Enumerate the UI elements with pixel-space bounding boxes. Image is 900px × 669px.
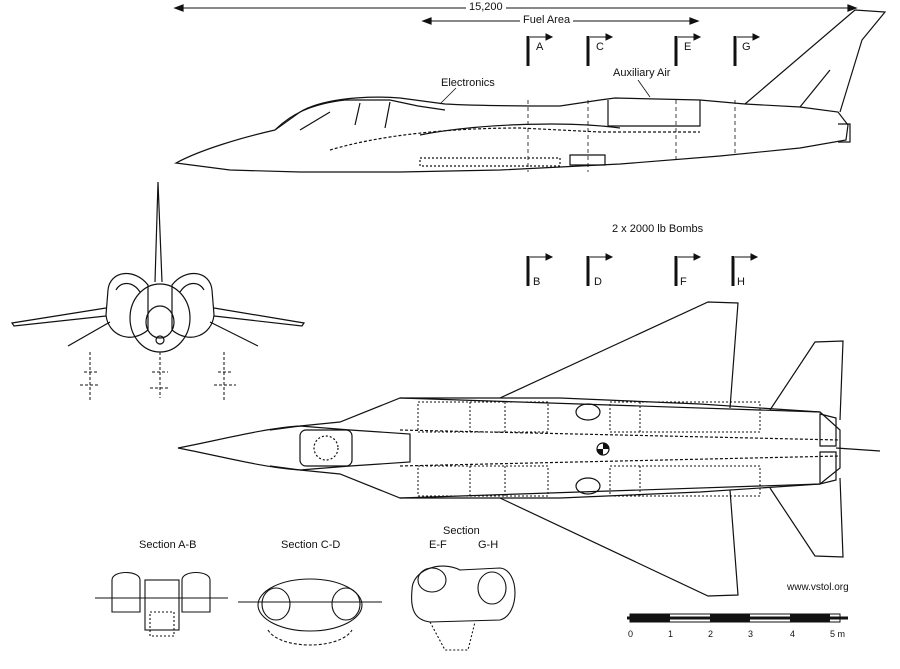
section-marker-b: B bbox=[533, 276, 541, 288]
section-gh-label: G-H bbox=[478, 539, 499, 551]
fuel-area-label: Fuel Area bbox=[520, 15, 574, 26]
scale-tick-3: 3 bbox=[748, 629, 754, 639]
scale-tick-5: 5 m bbox=[830, 629, 846, 639]
bombs-label: 2 x 2000 lb Bombs bbox=[612, 223, 704, 235]
section-marker-a: A bbox=[536, 41, 544, 53]
section-marker-c: C bbox=[596, 41, 604, 53]
credit-text: www.vstol.org bbox=[787, 582, 849, 593]
overall-length-label: 15,200 bbox=[466, 2, 506, 13]
section-marker-f: F bbox=[680, 276, 687, 288]
section-marker-h: H bbox=[737, 276, 745, 288]
section-marker-d: D bbox=[594, 276, 602, 288]
auxiliary-air-label: Auxiliary Air bbox=[613, 67, 671, 79]
electronics-label: Electronics bbox=[441, 77, 495, 89]
section-ef-label: E-F bbox=[429, 539, 447, 551]
section-marker-e: E bbox=[684, 41, 692, 53]
scale-tick-4: 4 bbox=[790, 629, 796, 639]
section-cd-title: Section C-D bbox=[281, 539, 341, 551]
scale-tick-2: 2 bbox=[708, 629, 714, 639]
scale-tick-1: 1 bbox=[668, 629, 674, 639]
section-marker-g: G bbox=[742, 41, 751, 53]
scale-tick-0: 0 bbox=[628, 629, 634, 639]
section-ef-gh-title: Section bbox=[443, 525, 480, 537]
section-ab-title: Section A-B bbox=[139, 539, 197, 551]
